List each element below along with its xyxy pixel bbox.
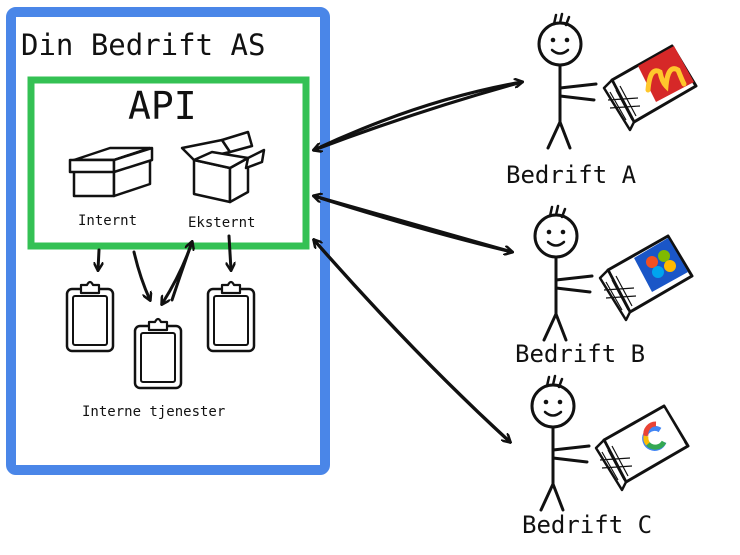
external-arrows: [314, 82, 522, 442]
clipboard-icon: [133, 317, 183, 390]
closed-box-icon: [68, 146, 154, 198]
partner-a: Bedrift A: [506, 12, 698, 189]
internal-services-label: Interne tjenester: [82, 404, 225, 420]
company-container: [6, 7, 330, 475]
company-title: Din Bedrift AS: [21, 28, 265, 62]
microsoft-logo-icon: [634, 238, 688, 292]
api-box: [27, 76, 310, 250]
stick-figure-icon: [533, 204, 594, 342]
clipboard-icon: [206, 280, 256, 353]
partner-c: Bedrift C: [522, 374, 690, 539]
api-internal-label: Internt: [78, 213, 137, 229]
open-box-icon: [180, 130, 266, 204]
internal-arrows: [98, 234, 231, 304]
partner-label: Bedrift B: [515, 340, 645, 368]
partner-label: Bedrift C: [522, 511, 652, 539]
partner-b: Bedrift B: [515, 204, 694, 368]
google-logo-icon: [630, 408, 684, 462]
partner-label: Bedrift A: [506, 161, 637, 189]
stick-figure-icon: [537, 12, 598, 150]
api-external-label: Eksternt: [188, 215, 255, 231]
clipboard-icon: [65, 280, 115, 353]
stick-figure-icon: [530, 374, 591, 512]
api-title: API: [128, 84, 197, 128]
